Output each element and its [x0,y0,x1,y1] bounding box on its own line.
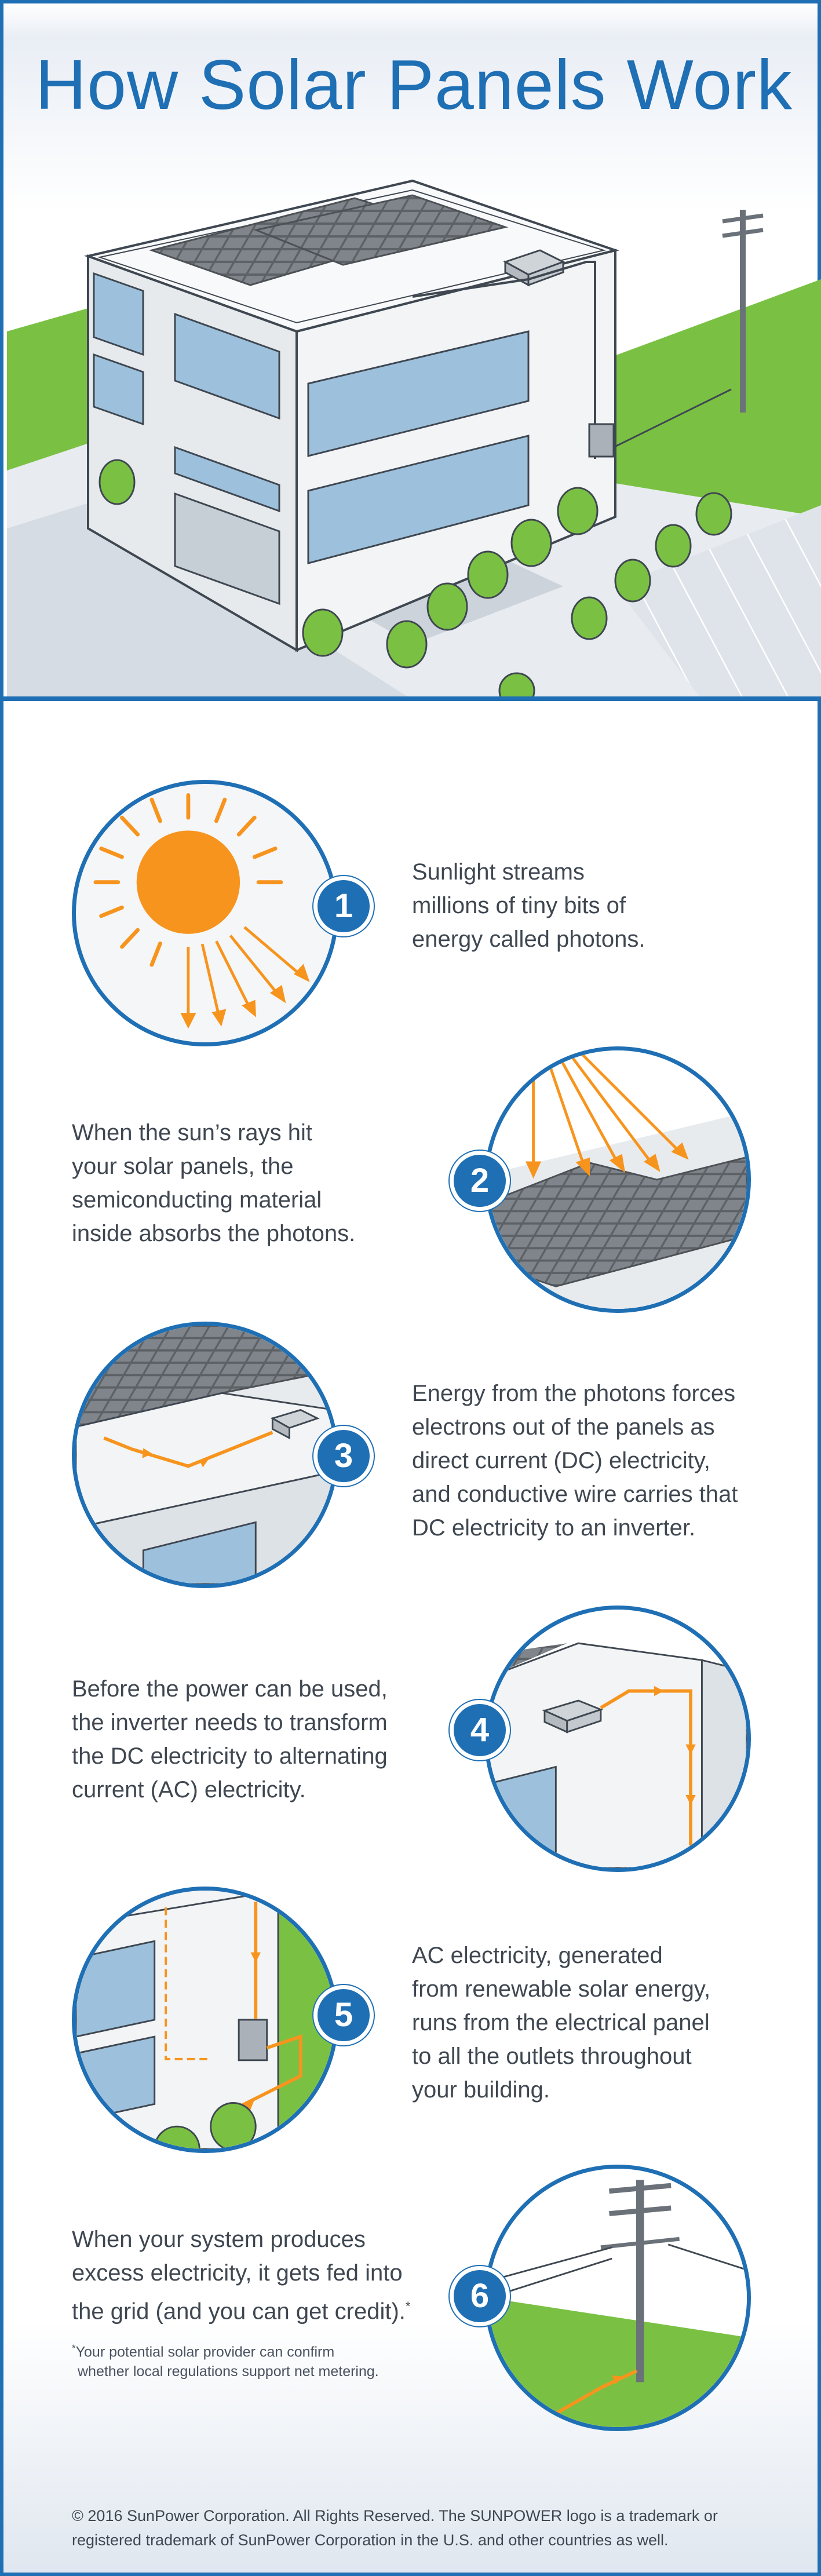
footer-line: registered trademark of SunPower Corpora… [72,2531,669,2549]
step-5-text: AC electricity, generated from renewable… [412,1939,710,2107]
step-1-line: energy called photons. [412,926,645,952]
page-title: How Solar Panels Work [35,45,793,124]
building-illustration [7,179,821,700]
step-5-line: your building. [412,2077,550,2103]
step-5-line: to all the outlets throughout [412,2044,692,2069]
step-1-text: Sunlight streams millions of tiny bits o… [412,855,645,956]
step-3-line: Energy from the photons forces [412,1381,736,1406]
step-5-line: from renewable solar energy, [412,1976,711,2002]
electrical-panel-icon [76,1891,334,2149]
sun-icon [93,793,310,1029]
step-2-line: When the sun’s rays hit [72,1120,313,1145]
step-1-sun-illustration [72,780,338,1046]
footnote-line: whether local regulations support net me… [78,2363,379,2380]
step-3-text: Energy from the photons forces electrons… [412,1377,738,1545]
footer-line: © 2016 SunPower Corporation. All Rights … [72,2507,718,2524]
step-2-line: semiconducting material [72,1187,322,1213]
step-4-number-badge: 4 [450,1700,510,1760]
step-6-number-badge: 6 [450,2266,510,2326]
step-3-number-badge: 3 [313,1426,374,1486]
step-6-line: excess electricity, it gets fed into [72,2260,403,2286]
step-6-text: When your system produces excess electri… [72,2223,410,2328]
footnote-marker: * [405,2299,411,2314]
step-2-text: When the sun’s rays hit your solar panel… [72,1116,355,1250]
step-6-line: the grid (and you can get credit).* [72,2290,410,2328]
step-6-line: When your system produces [72,2227,366,2252]
footnote-mark: * [72,2343,76,2354]
solar-panel-icon [488,1050,747,1309]
step-1-number-badge: 1 [313,876,374,936]
step-2-line: your solar panels, the [72,1154,294,1179]
step-6-grid-illustration [484,2165,751,2431]
step-1-line: Sunlight streams [412,859,585,885]
inverter-icon [488,1610,747,1868]
step-2-line: inside absorbs the photons. [72,1221,356,1246]
footnote-line: Your potential solar provider can confir… [75,2344,335,2360]
step-4-inverter-illustration [484,1606,751,1872]
step-3-line: electrons out of the panels as [412,1414,715,1440]
step-3-line: DC electricity to an inverter. [412,1515,696,1541]
step-3-line: and conductive wire carries that [412,1482,738,1507]
utility-pole-icon [488,2169,747,2427]
footnote: *Your potential solar provider can confi… [72,2338,379,2381]
step-3-line: direct current (DC) electricity, [412,1448,710,1473]
step-4-line: current (AC) electricity. [72,1777,306,1803]
step-4-line: the DC electricity to alternating [72,1743,388,1769]
dc-wire-icon [76,1326,334,1584]
step-6-line-text: the grid (and you can get credit). [72,2298,406,2325]
step-5-line: AC electricity, generated [412,1943,663,1968]
step-4-line: the inverter needs to transform [72,1710,388,1735]
step-5-line: runs from the electrical panel [412,2010,710,2035]
step-2-panels-illustration [484,1046,751,1313]
step-3-wire-illustration [72,1322,338,1588]
step-1-line: millions of tiny bits of [412,893,626,918]
step-5-panel-illustration [72,1887,338,2153]
copyright-footer: © 2016 SunPower Corporation. All Rights … [72,2504,767,2552]
step-4-line: Before the power can be used, [72,1676,388,1702]
step-2-number-badge: 2 [450,1151,510,1211]
step-4-text: Before the power can be used, the invert… [72,1672,388,1807]
step-5-number-badge: 5 [313,1985,374,2045]
section-divider [3,696,821,701]
